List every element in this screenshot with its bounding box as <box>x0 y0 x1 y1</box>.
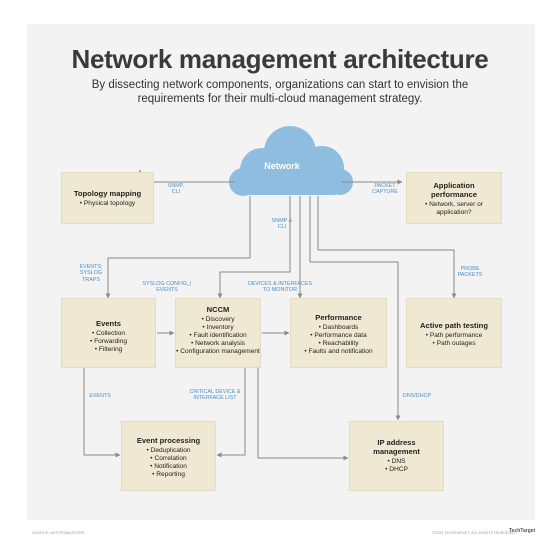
box-events: Events Collection Forwarding Filtering <box>61 298 156 368</box>
event-processing-item: Deduplication <box>122 447 215 455</box>
application-item: Network, server or application? <box>419 201 489 217</box>
network-cloud <box>229 126 353 196</box>
edge-nccm-ip <box>257 368 349 461</box>
label-syslog-config: SYSLOG CONFIG_I EVENTS <box>142 281 192 294</box>
event-processing-item: Reporting <box>122 471 215 479</box>
performance-title: Performance <box>315 313 362 322</box>
diagram-title: Network management architecture <box>71 44 489 74</box>
performance-item: Faults and notification <box>291 348 386 356</box>
application-title: Application performance <box>430 181 477 199</box>
nccm-item: Network analysis <box>176 340 260 348</box>
edge-cloud-nccm <box>217 196 291 299</box>
nccm-item: Discovery <box>176 316 260 324</box>
nccm-title: NCCM <box>206 305 230 314</box>
label-probe-packets: PROBE PACKETS <box>457 266 483 279</box>
label-snmp-cli-center: SNMP & CLI <box>271 218 293 231</box>
cloud-label: Network <box>264 161 300 171</box>
edge-cloud-ip <box>309 196 401 421</box>
nccm-item: Fault identification <box>176 332 260 340</box>
box-application-performance: Application performance Network, server … <box>406 172 502 224</box>
box-event-processing: Event processing Deduplication Correlati… <box>121 421 216 491</box>
events-title: Events <box>96 319 121 328</box>
label-events-syslog: EVENTS; SYSLOG TRAPS <box>79 264 103 283</box>
edge-nccm-eventproc <box>216 368 246 458</box>
event-processing-item: Notification <box>122 463 215 471</box>
box-nccm: NCCM Discovery Inventory Fault identific… <box>175 298 261 368</box>
active-path-item: Path outages <box>407 340 501 348</box>
event-processing-title: Event processing <box>136 436 201 445</box>
nccm-item: Configuration management <box>176 348 260 356</box>
box-topology-mapping: Topology mapping Physical topology <box>61 172 154 224</box>
box-ip-address-management: IP address management DNS DHCP <box>349 421 444 491</box>
topology-title: Topology mapping <box>73 189 142 198</box>
events-item: Forwarding <box>62 338 155 346</box>
active-path-item: Path performance <box>407 332 501 340</box>
label-events: EVENTS <box>89 393 111 399</box>
label-dns-dhcp: DNS/DHCP <box>402 393 432 399</box>
edge-events-eventproc <box>83 368 121 458</box>
source-note: SOURCE: NETOPSMASTERS <box>32 531 85 535</box>
edge-cloud-active-path <box>317 196 457 299</box>
performance-item: Performance data <box>291 332 386 340</box>
nccm-item: Inventory <box>176 324 260 332</box>
copyright-note: ©2023 TECHTARGET. ALL RIGHTS RESERVED <box>432 531 516 535</box>
ip-address-title: IP address management <box>373 438 420 456</box>
edge-cloud-events <box>105 196 251 299</box>
diagram-subtitle: By dissecting network components, organi… <box>91 79 469 105</box>
label-critical-device: CRITICAL DEVICE & INTERFACE LIST <box>189 389 241 402</box>
ip-address-item: DHCP <box>350 466 443 474</box>
events-item: Filtering <box>62 346 155 354</box>
event-processing-item: Correlation <box>122 455 215 463</box>
topology-item: Physical topology <box>62 200 153 208</box>
box-active-path-testing: Active path testing Path performance Pat… <box>406 298 502 368</box>
active-path-title: Active path testing <box>420 321 488 330</box>
ip-address-item: DNS <box>350 458 443 466</box>
performance-item: Dashboards <box>291 324 386 332</box>
box-performance: Performance Dashboards Performance data … <box>290 298 387 368</box>
edge-cloud-topology <box>137 169 235 183</box>
label-devices-interfaces: DEVICES & INTERFACES TO MONITOR <box>247 281 313 294</box>
label-snmp-cli: SNMP, CLI <box>167 183 185 196</box>
label-packet-capture: PACKET CAPTURE <box>372 183 398 196</box>
performance-item: Reachability <box>291 340 386 348</box>
events-item: Collection <box>62 330 155 338</box>
techtarget-logo: TechTarget <box>509 528 536 534</box>
